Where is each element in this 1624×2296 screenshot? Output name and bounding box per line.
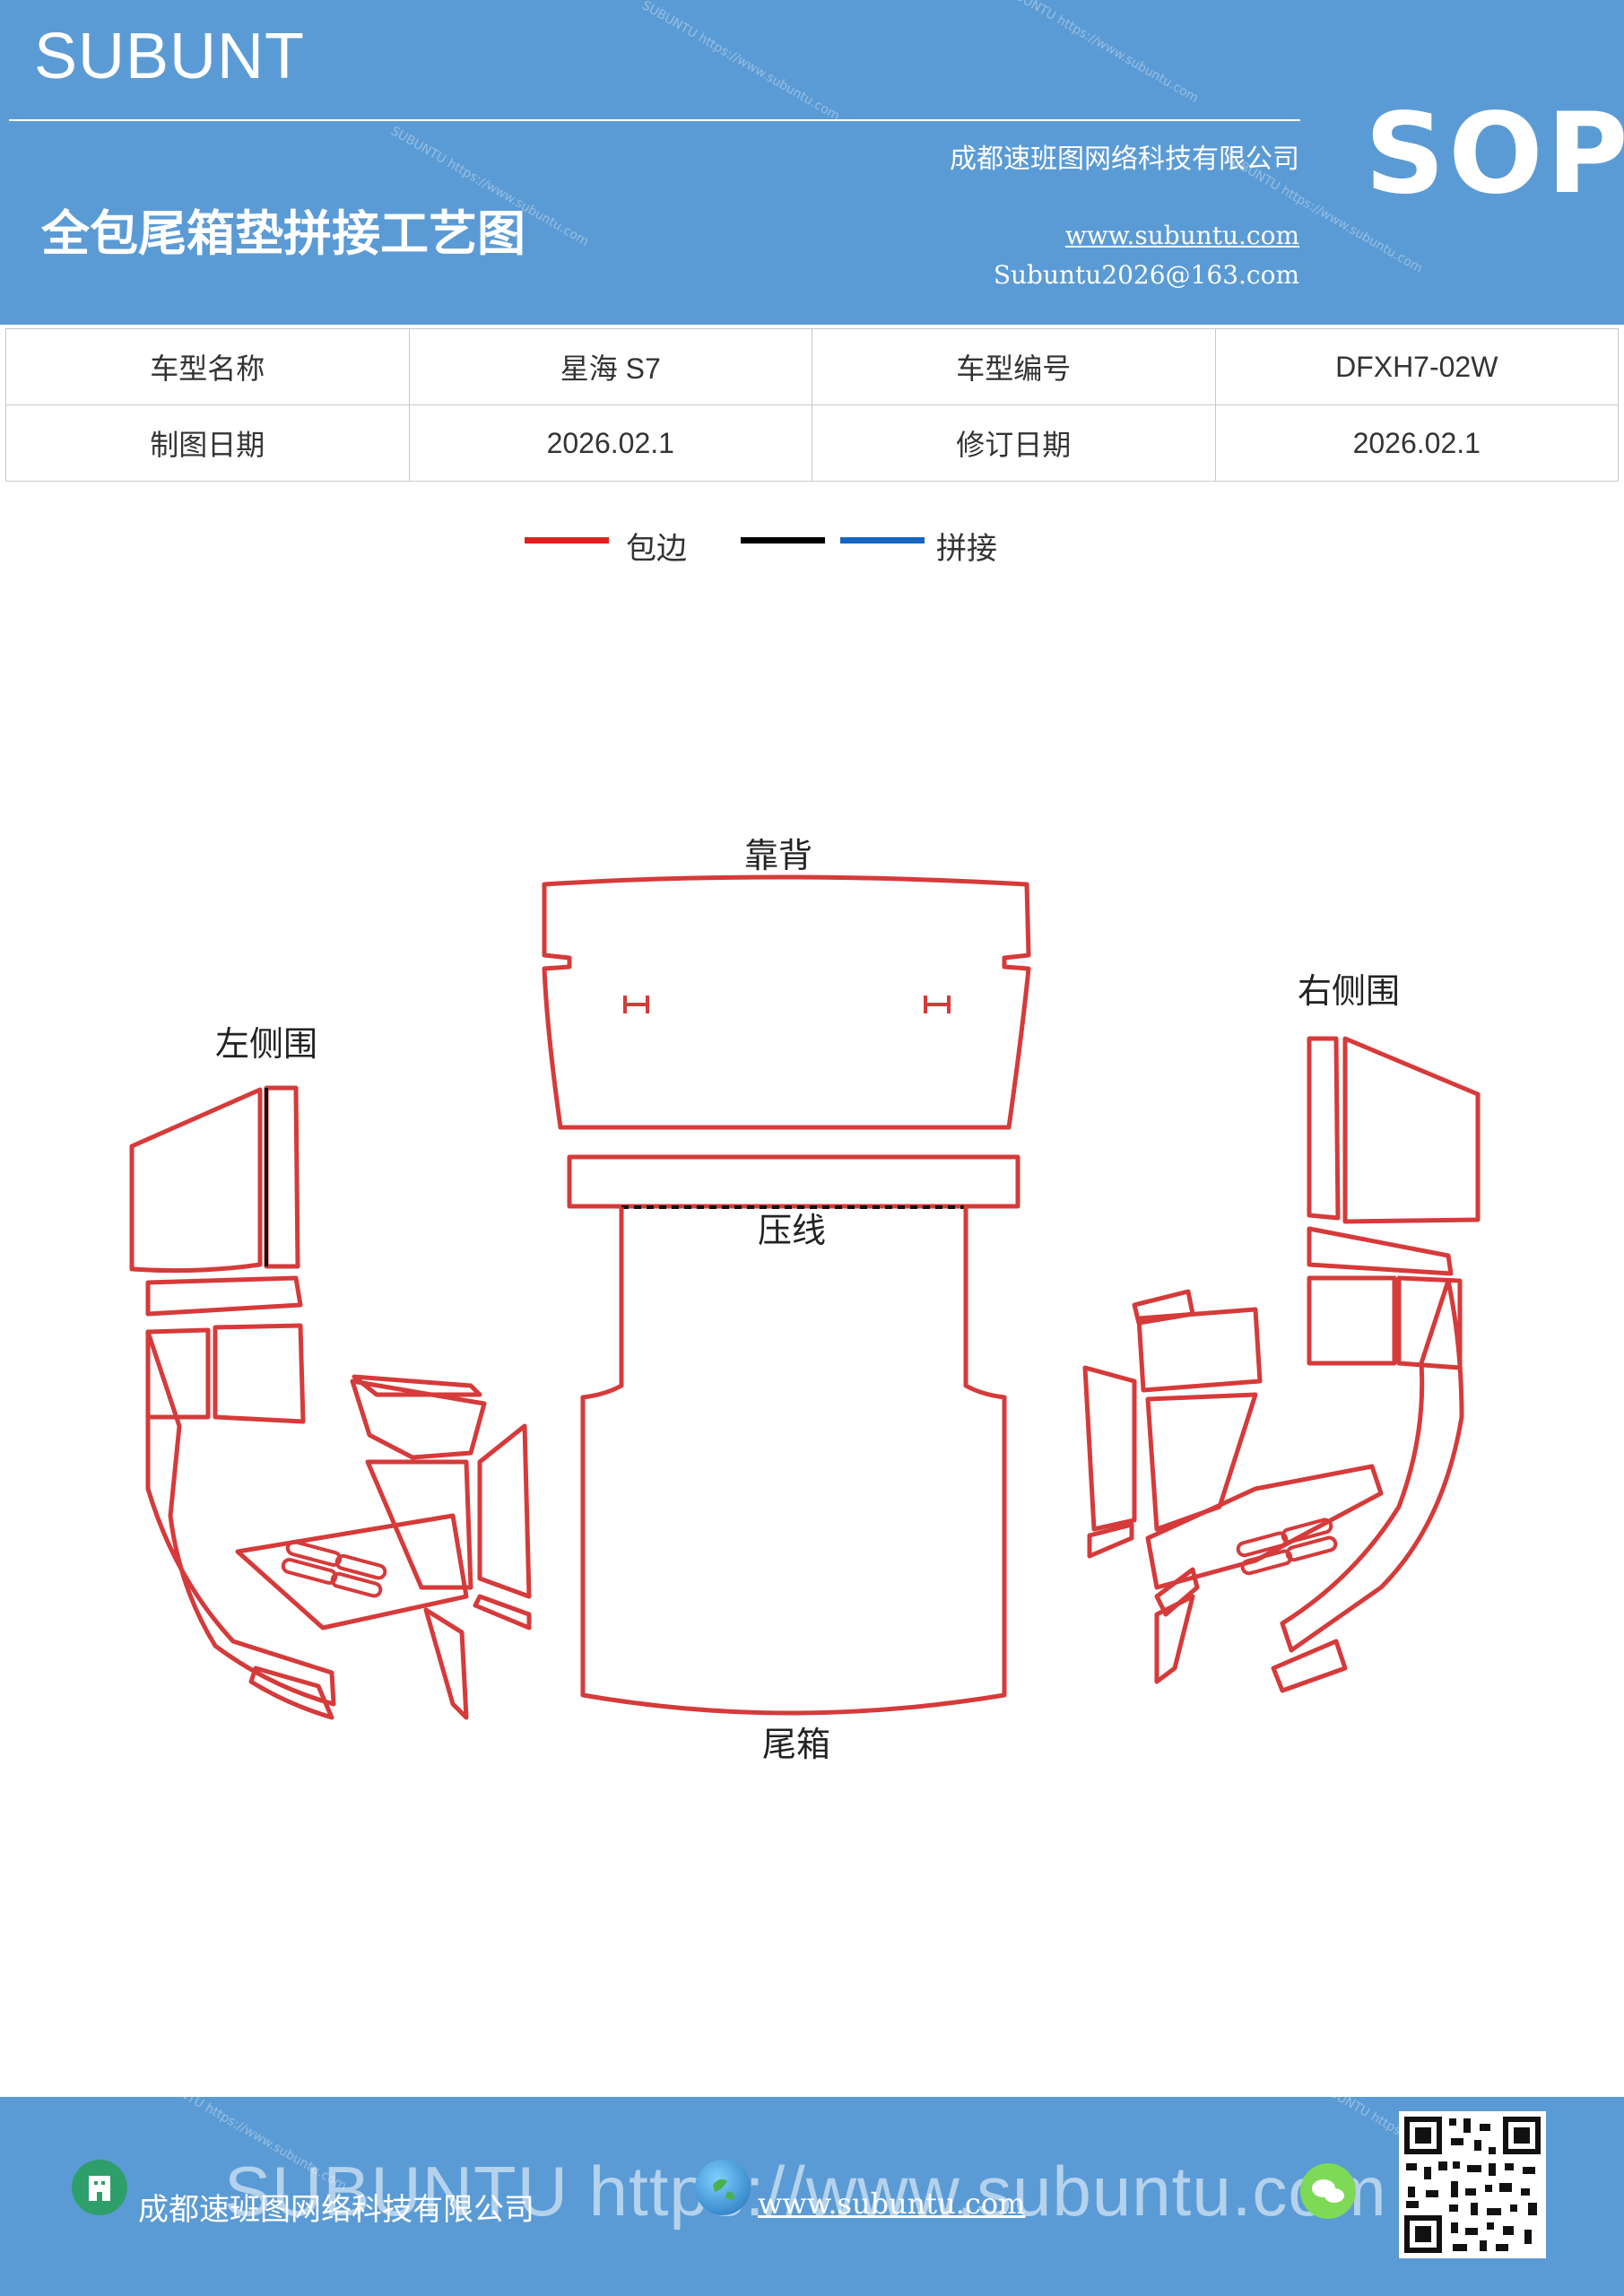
legend-label-edge: 包边 bbox=[626, 531, 687, 567]
table-row: 车型名称 星海 S7 车型编号 DFXH7-02W bbox=[5, 328, 1619, 405]
page-header: SUBUNTU https://www.subuntu.com SUBUNTU … bbox=[0, 0, 1624, 325]
website-link[interactable]: www.subuntu.com bbox=[1064, 221, 1299, 250]
legend: 包边 拼接 bbox=[0, 524, 1624, 578]
header-divider bbox=[9, 119, 1300, 121]
legend-swatch-black bbox=[741, 537, 825, 544]
label-trunk: 尾箱 bbox=[762, 1725, 830, 1764]
legend-swatch-edge bbox=[525, 537, 609, 544]
table-row: 制图日期 2026.02.1 修订日期 2026.02.1 bbox=[5, 404, 1619, 482]
page-title: 全包尾箱垫拼接工艺图 bbox=[41, 204, 525, 262]
company-name: 成都速班图网络科技有限公司 bbox=[950, 144, 1299, 175]
label-press-line: 压线 bbox=[758, 1211, 826, 1250]
right-side-panels bbox=[1082, 1036, 1481, 1693]
left-side-panels bbox=[129, 1085, 532, 1720]
draw-date-value: 2026.02.1 bbox=[408, 404, 812, 482]
building-icon bbox=[72, 2160, 127, 2215]
watermark: SUBUNTU https://www.subuntu.com bbox=[997, 0, 1202, 106]
sop-badge: SOP bbox=[1365, 90, 1624, 219]
footer-website[interactable]: www.subuntu.com bbox=[758, 2187, 1026, 2221]
mat-diagram: 靠背 左侧围 右侧围 压线 尾箱 bbox=[129, 836, 1481, 1764]
legend-label-seam: 拼接 bbox=[936, 531, 997, 567]
email-address: Subuntu2026@163.com bbox=[993, 260, 1299, 290]
footer-company: 成都速班图网络科技有限公司 bbox=[138, 2192, 534, 2228]
model-code-value: DFXH7-02W bbox=[1214, 328, 1619, 405]
draw-date-label: 制图日期 bbox=[5, 404, 410, 482]
label-left-side: 左侧围 bbox=[215, 1024, 317, 1064]
revision-date-value: 2026.02.1 bbox=[1214, 404, 1619, 482]
revision-date-label: 修订日期 bbox=[812, 404, 1216, 482]
page-footer: SUBUNTU https://www.subuntu.com SUBUNTU … bbox=[0, 2097, 1624, 2296]
trunk-floor bbox=[580, 1207, 1007, 1716]
model-name-value: 星海 S7 bbox=[408, 328, 812, 405]
top-strip bbox=[567, 1154, 1020, 1209]
vehicle-info-table: 车型名称 星海 S7 车型编号 DFXH7-02W 制图日期 2026.02.1… bbox=[5, 328, 1619, 482]
qr-code bbox=[1399, 2111, 1546, 2258]
brand-name: SUBUNT bbox=[34, 21, 306, 92]
wechat-icon[interactable] bbox=[1300, 2163, 1356, 2219]
model-name-label: 车型名称 bbox=[5, 328, 410, 405]
footer-watermark: SUBUNTU https://www.subuntu.com bbox=[224, 2152, 1387, 2231]
legend-swatch-seam bbox=[840, 537, 925, 544]
backrest-panel bbox=[542, 874, 1031, 1130]
watermark: SUBUNTU https://www.subuntu.com bbox=[638, 0, 843, 124]
globe-icon bbox=[695, 2160, 751, 2215]
model-code-label: 车型编号 bbox=[812, 328, 1216, 405]
label-backrest: 靠背 bbox=[744, 836, 812, 875]
label-right-side: 右侧围 bbox=[1298, 971, 1400, 1011]
